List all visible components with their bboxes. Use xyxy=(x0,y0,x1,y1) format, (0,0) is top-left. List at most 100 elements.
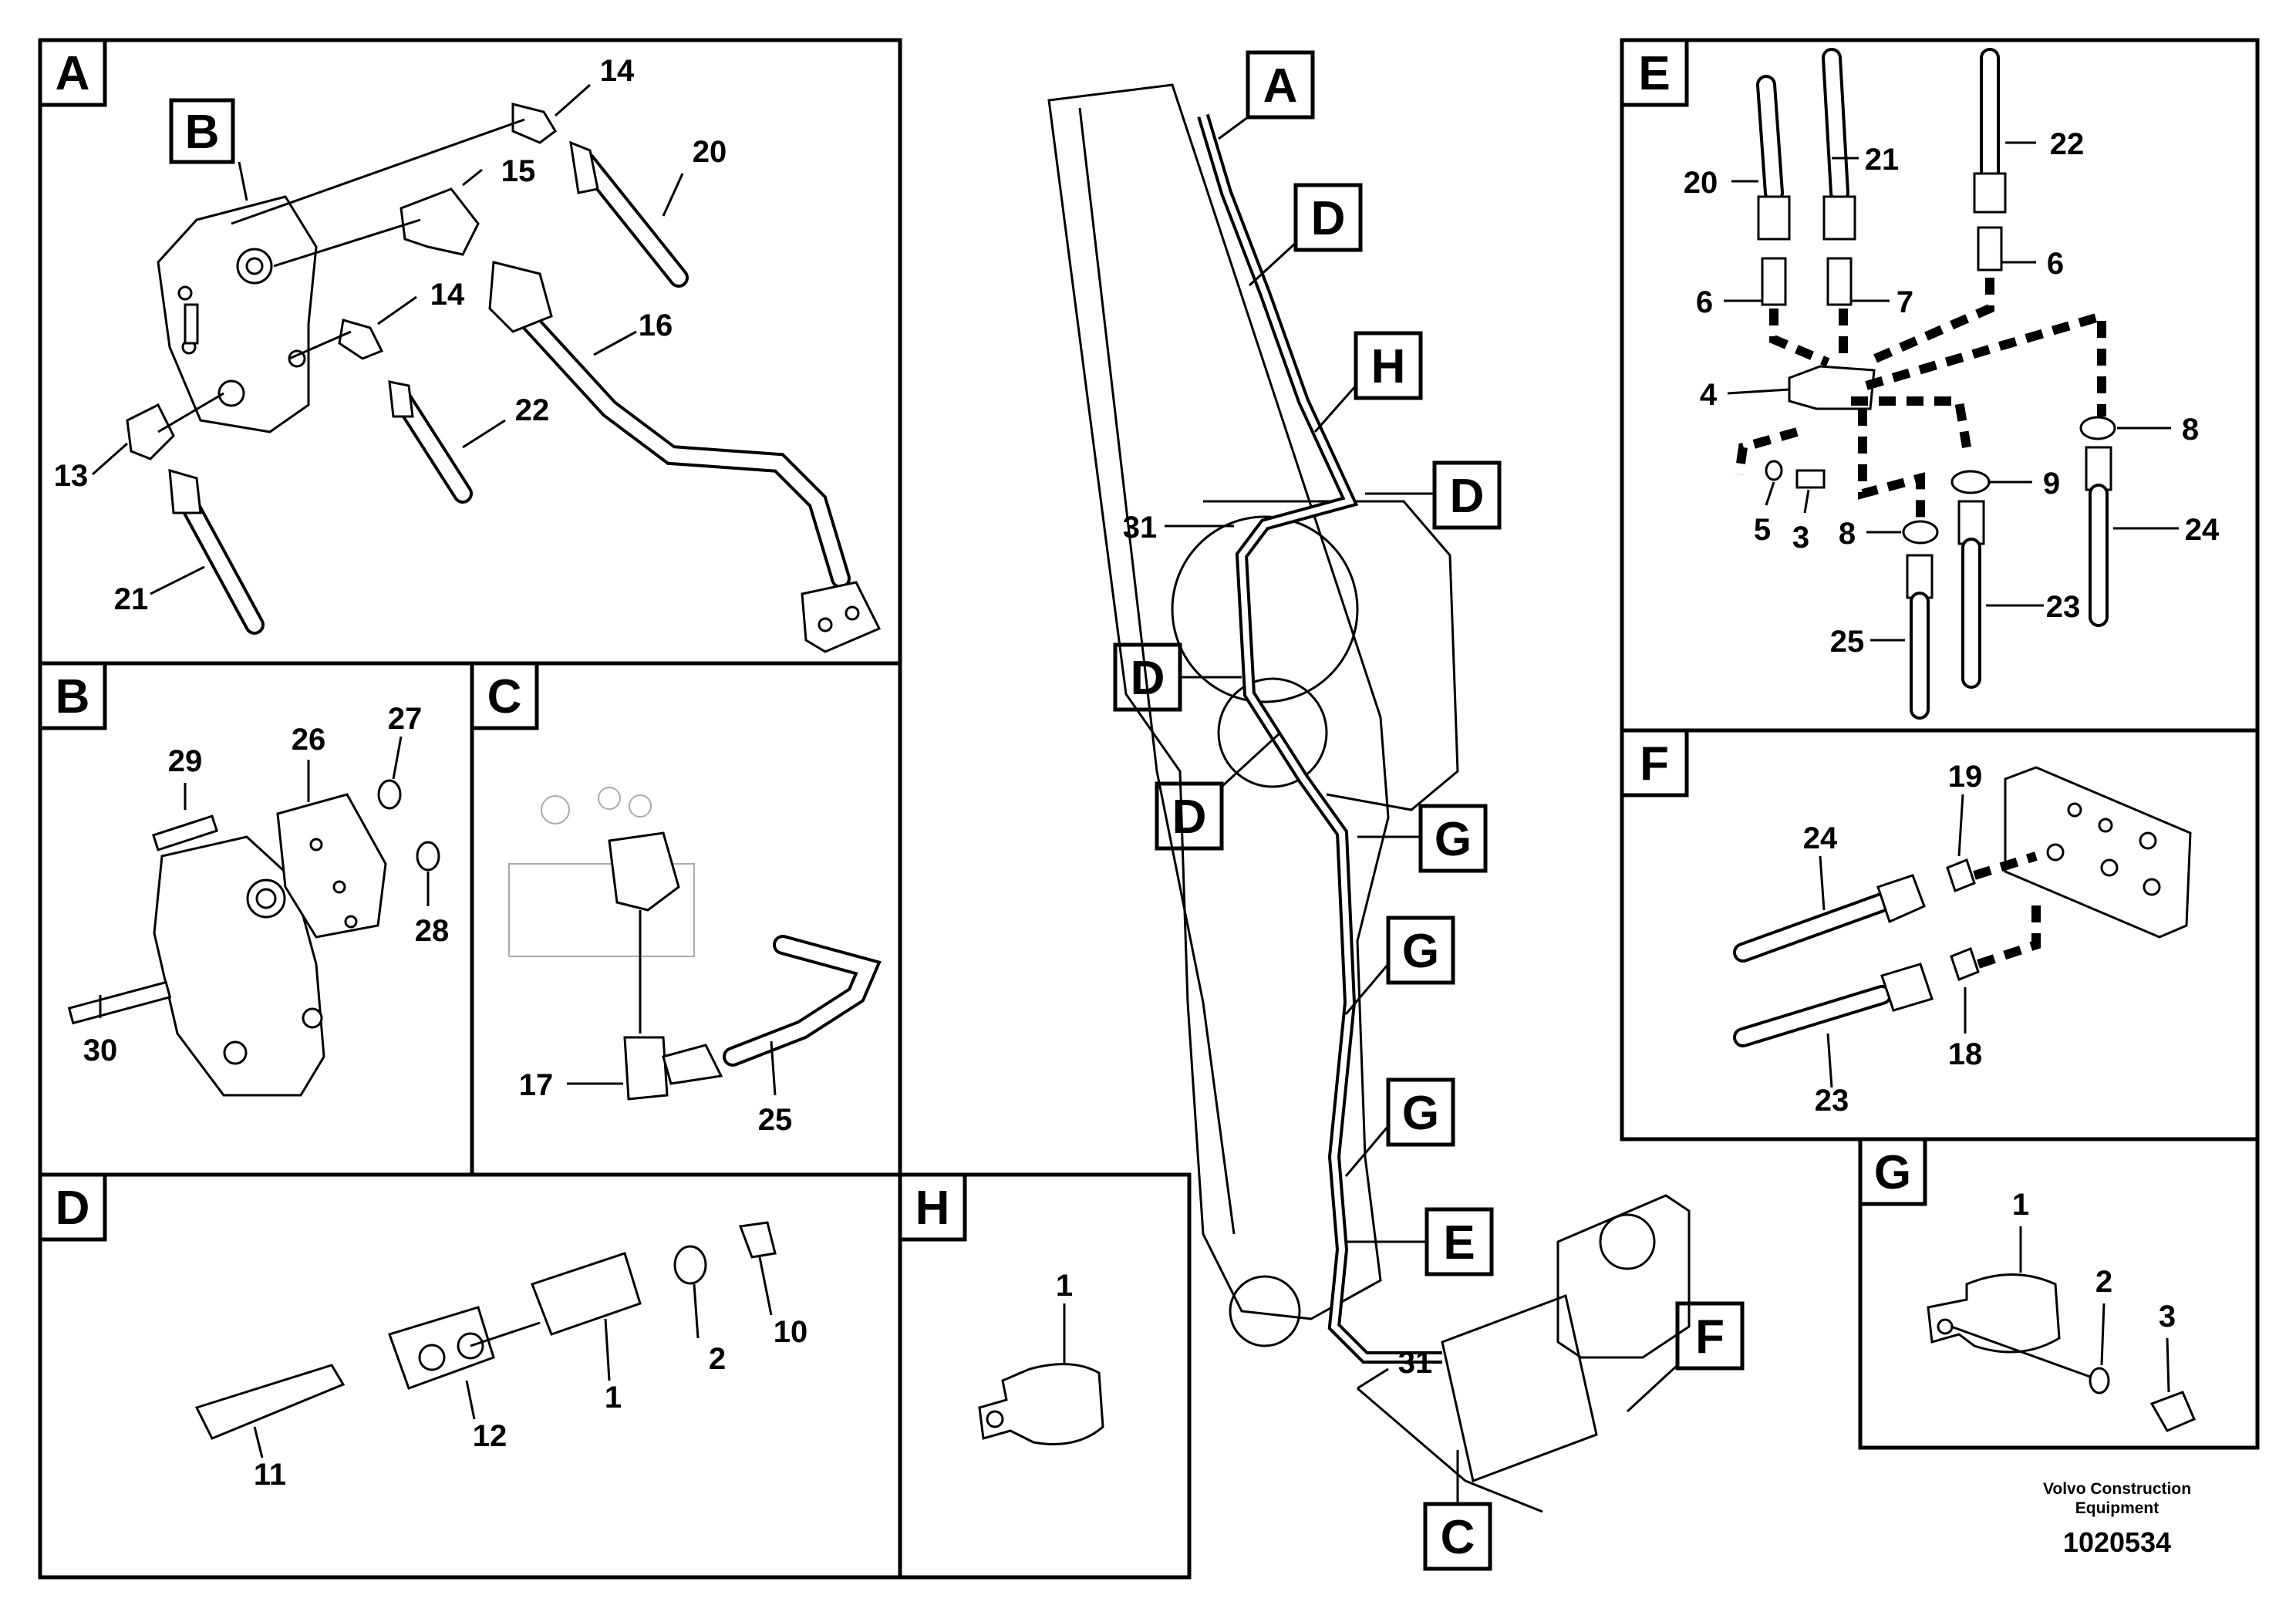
label-1: 1 xyxy=(605,1381,622,1415)
label-25: 25 xyxy=(758,1103,793,1137)
panel-c-tag-box xyxy=(470,661,539,730)
label-8: 8 xyxy=(1839,517,1856,551)
panel-f: F 24 19 23 18 xyxy=(1620,728,2260,1141)
label-21: 21 xyxy=(114,582,149,616)
label-31: 31 xyxy=(1398,1346,1433,1380)
label-26: 26 xyxy=(292,723,326,757)
svg-text:D: D xyxy=(1311,192,1346,245)
callout-d: D xyxy=(1113,642,1242,712)
label-1: 1 xyxy=(2012,1188,2029,1222)
footer: Volvo Construction Equipment 1020534 xyxy=(2043,1480,2191,1558)
callout-g: G xyxy=(1357,804,1488,873)
callout-d: D xyxy=(1365,460,1502,530)
label-15: 15 xyxy=(501,154,536,188)
label-27: 27 xyxy=(388,702,423,736)
panel-a-tag-box xyxy=(38,38,107,107)
panel-e-tag: E xyxy=(1638,47,1670,100)
main-boom-view: A D H D D D G xyxy=(1047,50,1745,1571)
callout-c: C xyxy=(1423,1450,1492,1571)
label-31: 31 xyxy=(1123,511,1158,545)
panel-e-frame xyxy=(1620,38,2260,733)
adapter-block xyxy=(276,793,387,939)
label-1: 1 xyxy=(1056,1269,1073,1303)
callout-g: G xyxy=(1344,916,1455,1015)
label-2: 2 xyxy=(709,1342,726,1376)
label-14: 14 xyxy=(430,278,465,312)
label-29: 29 xyxy=(168,744,203,778)
callout-d: D xyxy=(1248,183,1363,287)
svg-text:G: G xyxy=(1402,1087,1439,1140)
hose-end-flange xyxy=(801,581,882,653)
panel-b-tag-box xyxy=(38,661,107,730)
label-6: 6 xyxy=(1696,285,1713,319)
panel-a-frame xyxy=(38,38,902,666)
valve-block xyxy=(157,195,318,433)
label-17: 17 xyxy=(519,1068,554,1102)
label-22: 22 xyxy=(2050,127,2085,161)
label-5: 5 xyxy=(1754,513,1771,547)
panel-c: C 17 25 xyxy=(470,661,902,1177)
panel-b: B 29 26 27 28 30 xyxy=(38,661,474,1177)
brand-line-2: Equipment xyxy=(2075,1499,2159,1517)
svg-text:F: F xyxy=(1695,1310,1725,1364)
label-16: 16 xyxy=(639,309,673,342)
label-25: 25 xyxy=(1830,625,1865,659)
svg-text:D: D xyxy=(1131,652,1165,705)
inset-b-tag: B xyxy=(185,106,220,159)
callout-d: D xyxy=(1155,731,1282,851)
panel-e: E xyxy=(1620,38,2260,733)
label-7: 7 xyxy=(1896,285,1913,319)
panel-d-tag: D xyxy=(56,1182,90,1235)
mounting-plate xyxy=(2004,766,2192,939)
label-4: 4 xyxy=(1700,378,1718,412)
tee-fitting xyxy=(623,1036,669,1101)
inset-b-tag-box xyxy=(169,98,235,164)
svg-text:D: D xyxy=(1172,791,1207,844)
label-18: 18 xyxy=(1948,1037,1983,1071)
brand-line-1: Volvo Construction xyxy=(2043,1480,2191,1498)
nut xyxy=(738,1221,777,1259)
panel-g-tag-box xyxy=(1858,1137,1927,1206)
panel-d-tag-box xyxy=(38,1172,107,1242)
panel-h-frame xyxy=(898,1172,1192,1580)
label-11: 11 xyxy=(254,1458,286,1492)
panel-g-tag: G xyxy=(1874,1146,1911,1199)
label-9: 9 xyxy=(2043,467,2060,501)
panel-g-frame xyxy=(1858,1137,2260,1450)
panel-h-tag: H xyxy=(915,1182,950,1235)
panel-h-tag-box xyxy=(898,1172,967,1242)
callout-a: A xyxy=(1218,50,1315,140)
label-23: 23 xyxy=(1815,1084,1849,1118)
callout-h: H xyxy=(1313,331,1423,433)
document-number: 1020534 xyxy=(2063,1526,2171,1558)
label-23: 23 xyxy=(2046,590,2081,624)
callout-f: F xyxy=(1626,1301,1745,1413)
panel-d: D 11 12 1 2 10 xyxy=(38,1172,902,1580)
panel-b-tag: B xyxy=(56,670,90,723)
callout-e: E xyxy=(1346,1207,1494,1276)
svg-text:E: E xyxy=(1443,1216,1475,1270)
label-10: 10 xyxy=(774,1315,808,1349)
callout-g: G xyxy=(1344,1077,1455,1177)
label-20: 20 xyxy=(693,135,727,169)
clamp xyxy=(978,1363,1104,1445)
svg-text:G: G xyxy=(1402,925,1439,978)
panel-a: A B xyxy=(38,38,902,666)
svg-text:G: G xyxy=(1435,813,1472,866)
label-24: 24 xyxy=(2185,513,2220,547)
svg-text:H: H xyxy=(1371,340,1406,393)
label-12: 12 xyxy=(473,1419,507,1453)
label-28: 28 xyxy=(415,914,450,948)
label-3: 3 xyxy=(1792,521,1809,555)
bolt xyxy=(194,1364,346,1440)
label-22: 22 xyxy=(515,393,550,427)
svg-text:A: A xyxy=(1263,59,1298,113)
label-2: 2 xyxy=(2095,1265,2112,1299)
panel-h: H 1 xyxy=(898,1172,1192,1580)
svg-text:C: C xyxy=(1441,1511,1475,1564)
panel-c-tag: C xyxy=(487,670,522,723)
panel-a-tag: A xyxy=(56,47,90,100)
bolt xyxy=(2149,1391,2196,1432)
label-13: 13 xyxy=(54,459,89,493)
